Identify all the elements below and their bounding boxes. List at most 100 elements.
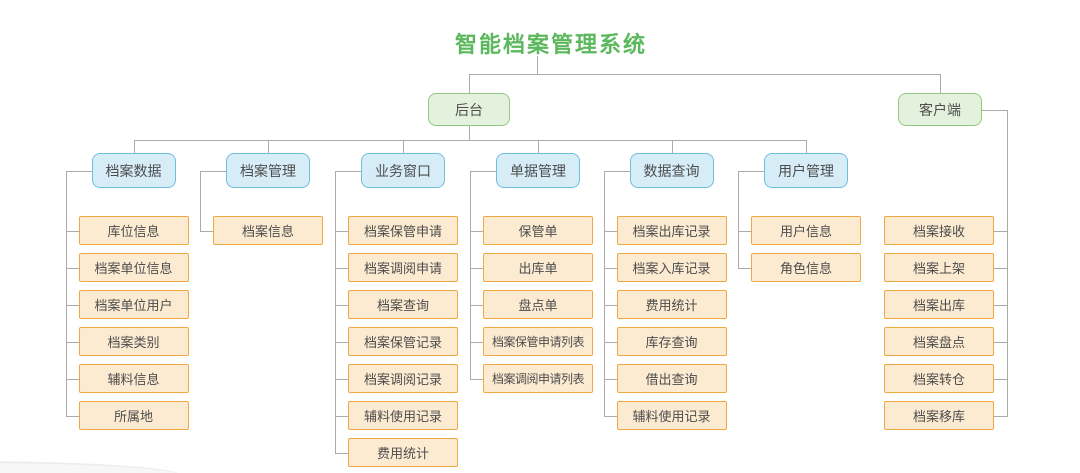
connector-line [335, 452, 349, 454]
connector-line [470, 341, 484, 343]
node-leaf: 角色信息 [751, 253, 861, 282]
node-leaf: 档案保管申请 [348, 216, 458, 245]
node-leaf: 出库单 [483, 253, 593, 282]
connector-line [470, 378, 484, 380]
node-leaf: 盘点单 [483, 290, 593, 319]
connector-line [994, 230, 1008, 232]
corner-decoration [0, 461, 180, 473]
node-leaf: 档案调阅记录 [348, 364, 458, 393]
connector-line [469, 74, 941, 75]
connector-line [603, 230, 618, 232]
connector-line [994, 378, 1008, 380]
node-leaf: 档案信息 [213, 216, 323, 245]
connector-line [738, 170, 765, 172]
connector-line [994, 304, 1008, 306]
connector-line [603, 378, 618, 380]
node-leaf: 档案查询 [348, 290, 458, 319]
connector-line [200, 170, 201, 232]
node-group: 档案数据 [91, 153, 176, 188]
node-leaf: 档案调阅申请 [348, 253, 458, 282]
connector-line [470, 267, 484, 269]
node-leaf: 档案转仓 [884, 364, 994, 393]
connector-line [470, 304, 484, 306]
connector-line [133, 140, 807, 141]
connector-line [537, 56, 538, 75]
connector-line [335, 170, 362, 172]
connector-line [806, 140, 807, 154]
node-leaf: 档案盘点 [884, 327, 994, 356]
node-leaf: 所属地 [78, 401, 189, 430]
node-group: 用户管理 [764, 153, 848, 188]
connector-line [65, 170, 93, 172]
node-leaf: 保管单 [483, 216, 593, 245]
node-leaf: 档案出库记录 [616, 216, 727, 245]
node-leaf: 档案出库 [884, 290, 994, 319]
node-leaf: 用户信息 [751, 216, 861, 245]
node-leaf: 库存查询 [616, 327, 727, 356]
connector-line [335, 230, 349, 232]
connector-line [603, 170, 631, 172]
node-leaf: 档案接收 [884, 216, 994, 245]
diagram-title: 智能档案管理系统 [454, 32, 647, 57]
connector-line [65, 230, 80, 232]
node-group: 档案管理 [226, 153, 310, 188]
node-leaf: 档案移库 [884, 401, 994, 430]
connector-line [603, 267, 618, 269]
connector-line [335, 170, 336, 454]
connector-line [335, 341, 349, 343]
connector-line [940, 74, 941, 94]
node-leaf: 档案调阅申请列表 [483, 364, 593, 393]
node-leaf: 库位信息 [78, 216, 189, 245]
connector-line [200, 170, 227, 172]
node-leaf: 辅料信息 [78, 364, 189, 393]
connector-line [470, 230, 484, 232]
connector-line [65, 267, 80, 269]
connector-line [65, 378, 80, 380]
node-leaf: 档案单位用户 [78, 290, 189, 319]
node-leaf: 档案入库记录 [616, 253, 727, 282]
connector-line [200, 230, 214, 232]
connector-line [603, 341, 618, 343]
node-group: 数据查询 [629, 153, 714, 188]
connector-line [133, 140, 135, 154]
connector-line [671, 140, 673, 154]
connector-line [335, 378, 349, 380]
connector-line [538, 140, 539, 154]
connector-line [65, 341, 80, 343]
node-leaf: 档案单位信息 [78, 253, 189, 282]
connector-line [738, 267, 752, 269]
connector-line [335, 415, 349, 417]
connector-line [65, 304, 80, 306]
connector-line [470, 170, 497, 172]
connector-line [738, 170, 739, 269]
node-leaf: 档案保管记录 [348, 327, 458, 356]
connector-line [603, 304, 618, 306]
connector-line [335, 267, 349, 269]
connector-line [469, 126, 470, 141]
node-backend: 后台 [428, 93, 510, 126]
connector-line [738, 230, 752, 232]
node-leaf: 费用统计 [348, 438, 458, 467]
connector-line [335, 304, 349, 306]
connector-line [65, 415, 80, 417]
node-group: 单据管理 [496, 153, 580, 188]
connector-line [603, 415, 618, 417]
node-leaf: 借出查询 [616, 364, 727, 393]
node-leaf: 档案上架 [884, 253, 994, 282]
connector-line [982, 109, 1008, 111]
connector-line [994, 267, 1008, 269]
connector-line [994, 415, 1008, 417]
connector-line [268, 140, 269, 154]
connector-line [470, 170, 471, 380]
connector-line [469, 74, 470, 94]
connector-line [65, 170, 67, 417]
node-leaf: 辅料使用记录 [616, 401, 727, 430]
node-client: 客户端 [898, 93, 982, 126]
connector-line [1007, 109, 1008, 417]
node-leaf: 档案类别 [78, 327, 189, 356]
connector-line [403, 140, 404, 154]
connector-line [994, 341, 1008, 343]
node-leaf: 辅料使用记录 [348, 401, 458, 430]
node-leaf: 费用统计 [616, 290, 727, 319]
